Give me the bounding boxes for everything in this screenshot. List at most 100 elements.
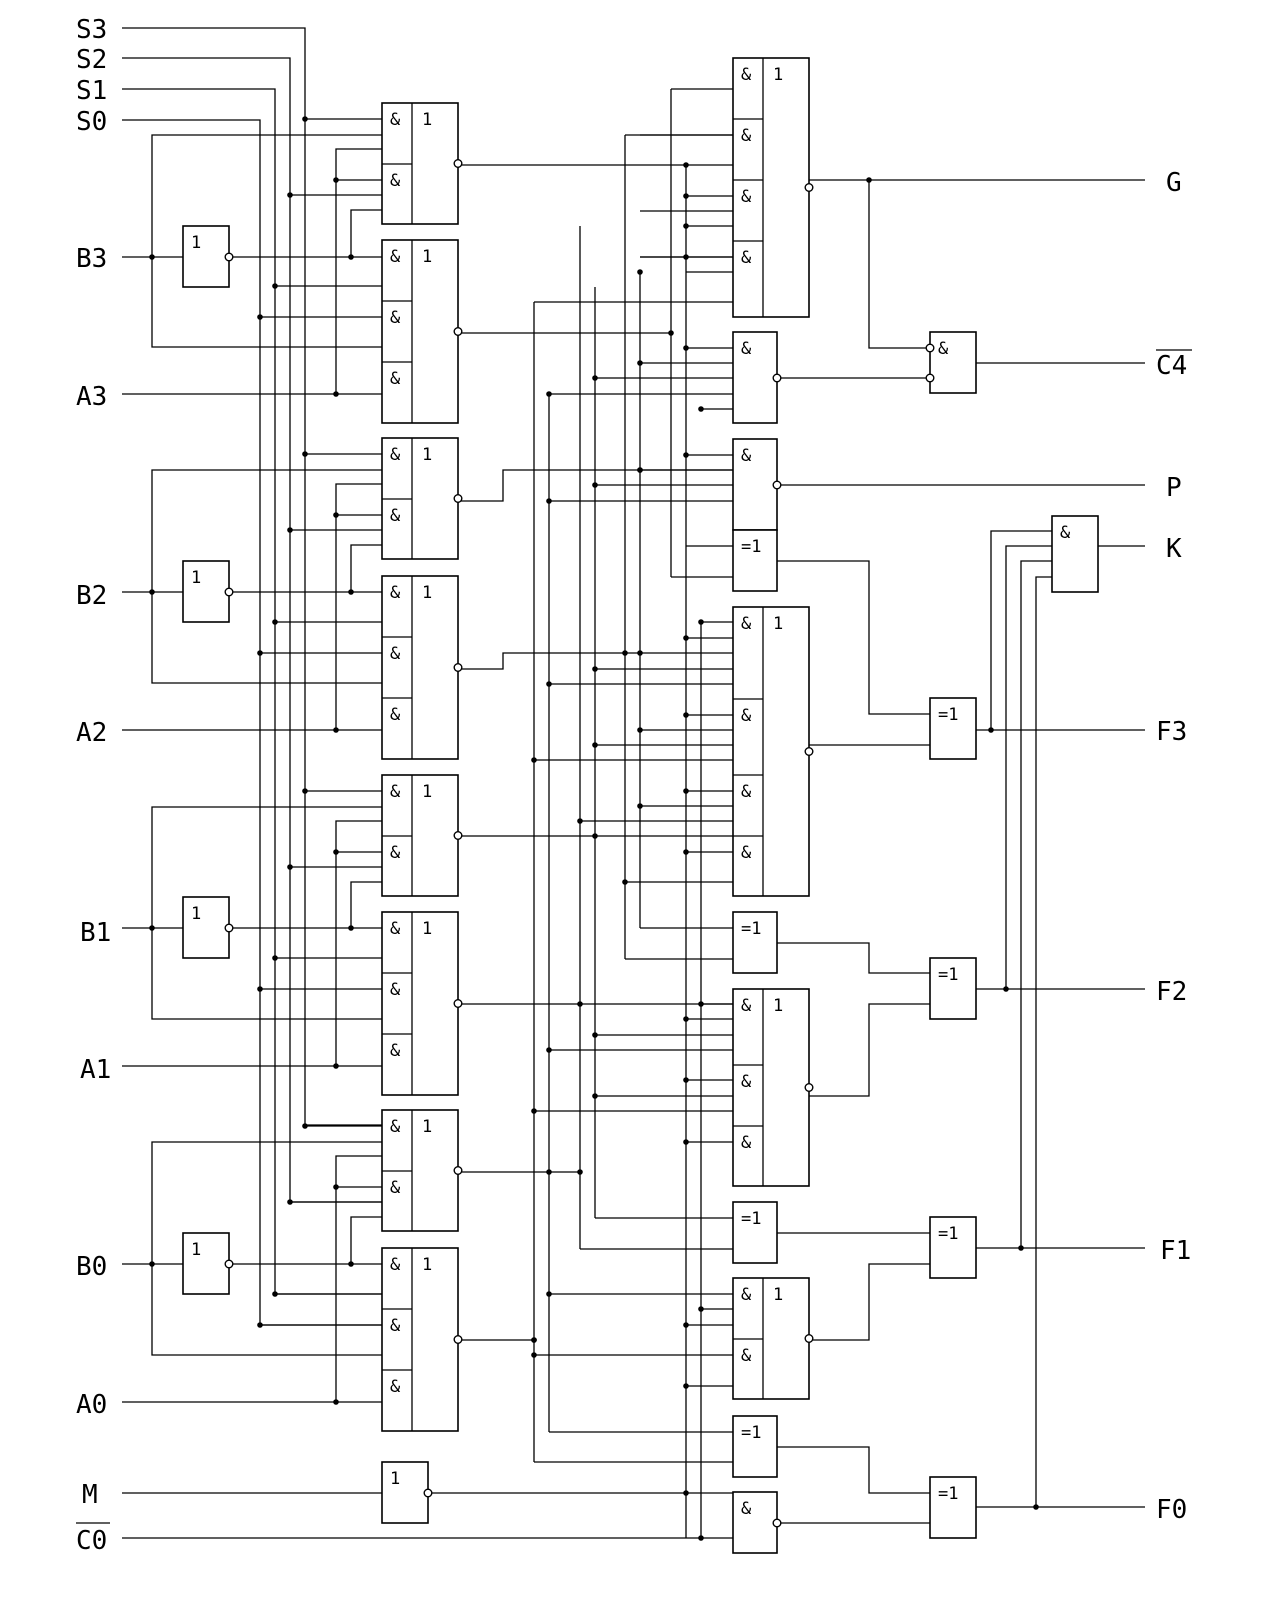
aoi-g xyxy=(732,57,810,318)
label-f1: F1 xyxy=(1160,1236,1191,1266)
gate-body xyxy=(732,1415,778,1478)
gate-body xyxy=(732,1491,778,1554)
inversion-bubble xyxy=(772,480,782,490)
label-f2: F2 xyxy=(1156,977,1187,1007)
and-symbol: & xyxy=(390,644,401,664)
gate-symbol: =1 xyxy=(938,1484,958,1504)
wire xyxy=(122,119,382,1326)
aoi-top-slice-1 xyxy=(381,437,459,560)
gates: &&1&&&11&&1&&&11&&1&&&11&&1&&&111&&&&1&&… xyxy=(182,57,1099,1554)
junction-dot xyxy=(683,452,689,458)
junction-dot xyxy=(272,283,278,289)
junction-dot xyxy=(683,345,689,351)
junction-dot xyxy=(348,1261,354,1267)
inversion-bubble xyxy=(804,1082,814,1092)
junction-dot xyxy=(348,254,354,260)
junction-dot xyxy=(272,1291,278,1297)
gate-symbol: 1 xyxy=(191,904,201,924)
inversion-bubble xyxy=(804,1333,814,1343)
junction-dot xyxy=(683,1490,689,1496)
wire xyxy=(335,483,382,730)
junction-dot xyxy=(698,1535,704,1541)
gate-body xyxy=(732,529,778,592)
and-symbol: & xyxy=(390,110,401,130)
junction-dot xyxy=(149,254,155,260)
gate-body xyxy=(732,57,810,318)
inversion-bubble xyxy=(224,1259,234,1269)
junction-dot xyxy=(531,757,537,763)
aoi-f2 xyxy=(732,988,810,1187)
and-k xyxy=(1051,515,1099,593)
junction-dot xyxy=(592,375,598,381)
nand-p xyxy=(732,438,778,531)
label-b2: B2 xyxy=(76,581,107,611)
gate-symbol: & xyxy=(741,446,752,466)
or-symbol: 1 xyxy=(773,65,783,85)
junction-dot xyxy=(257,986,263,992)
and-symbol: & xyxy=(741,996,752,1016)
wire xyxy=(990,530,1052,730)
junction-dot xyxy=(592,1093,598,1099)
aoi-bottom-slice-0 xyxy=(381,239,459,424)
label-s1: S1 xyxy=(76,76,107,106)
wire xyxy=(777,1446,930,1494)
gate-body xyxy=(381,911,459,1096)
or-symbol: 1 xyxy=(422,919,432,939)
xor-a xyxy=(732,529,778,592)
junction-dot xyxy=(698,619,704,625)
or-symbol: 1 xyxy=(773,1285,783,1305)
and-symbol: & xyxy=(390,782,401,802)
junction-dot xyxy=(698,406,704,412)
gate-body xyxy=(929,1216,977,1279)
gate-body xyxy=(929,331,977,394)
inverter-b-slice-3 xyxy=(182,1232,230,1295)
gate-body xyxy=(182,1232,230,1295)
junction-dot xyxy=(531,1337,537,1343)
inversion-bubble xyxy=(925,343,935,353)
and-symbol: & xyxy=(390,369,401,389)
and-symbol: & xyxy=(390,1377,401,1397)
label-b1: B1 xyxy=(80,918,111,948)
and-symbol: & xyxy=(390,445,401,465)
label-f3: F3 xyxy=(1156,717,1187,747)
junction-dot xyxy=(333,391,339,397)
wire xyxy=(868,180,930,349)
junction-dot xyxy=(866,177,872,183)
gate-symbol: =1 xyxy=(741,1423,761,1443)
aoi-bottom-slice-1 xyxy=(381,575,459,760)
and-symbol: & xyxy=(390,705,401,725)
or-symbol: 1 xyxy=(422,247,432,267)
wire xyxy=(151,592,382,684)
junction-dot xyxy=(333,1184,339,1190)
label-c4: C4 xyxy=(1156,351,1187,381)
junction-dot xyxy=(1018,1245,1024,1251)
junction-dot xyxy=(637,269,643,275)
label-g: G xyxy=(1166,168,1182,198)
inversion-bubble xyxy=(453,999,463,1009)
label-c0: C0 xyxy=(76,1526,107,1556)
junction-dot xyxy=(698,1001,704,1007)
and-symbol: & xyxy=(741,1285,752,1305)
inversion-bubble xyxy=(453,494,463,504)
gate-symbol: 1 xyxy=(390,1469,400,1489)
junction-dot xyxy=(622,650,628,656)
inversion-bubble xyxy=(423,1488,433,1498)
xor-c xyxy=(732,1201,778,1264)
inverter-b-slice-2 xyxy=(182,896,230,959)
junction-dot xyxy=(287,864,293,870)
output-labels: G C4 P K F3 F2 F1 F0 xyxy=(1156,168,1192,1525)
junction-dot xyxy=(683,849,689,855)
wires xyxy=(122,27,1145,1539)
and-symbol: & xyxy=(390,1178,401,1198)
junction-dot xyxy=(577,818,583,824)
wire xyxy=(122,27,382,1126)
wire xyxy=(777,560,930,715)
junction-dot xyxy=(149,1261,155,1267)
inversion-bubble xyxy=(772,373,782,383)
xor-f2 xyxy=(929,957,977,1020)
junction-dot xyxy=(683,223,689,229)
and-symbol: & xyxy=(390,919,401,939)
wire xyxy=(151,134,382,257)
junction-dot xyxy=(287,527,293,533)
inversion-bubble xyxy=(804,182,814,192)
